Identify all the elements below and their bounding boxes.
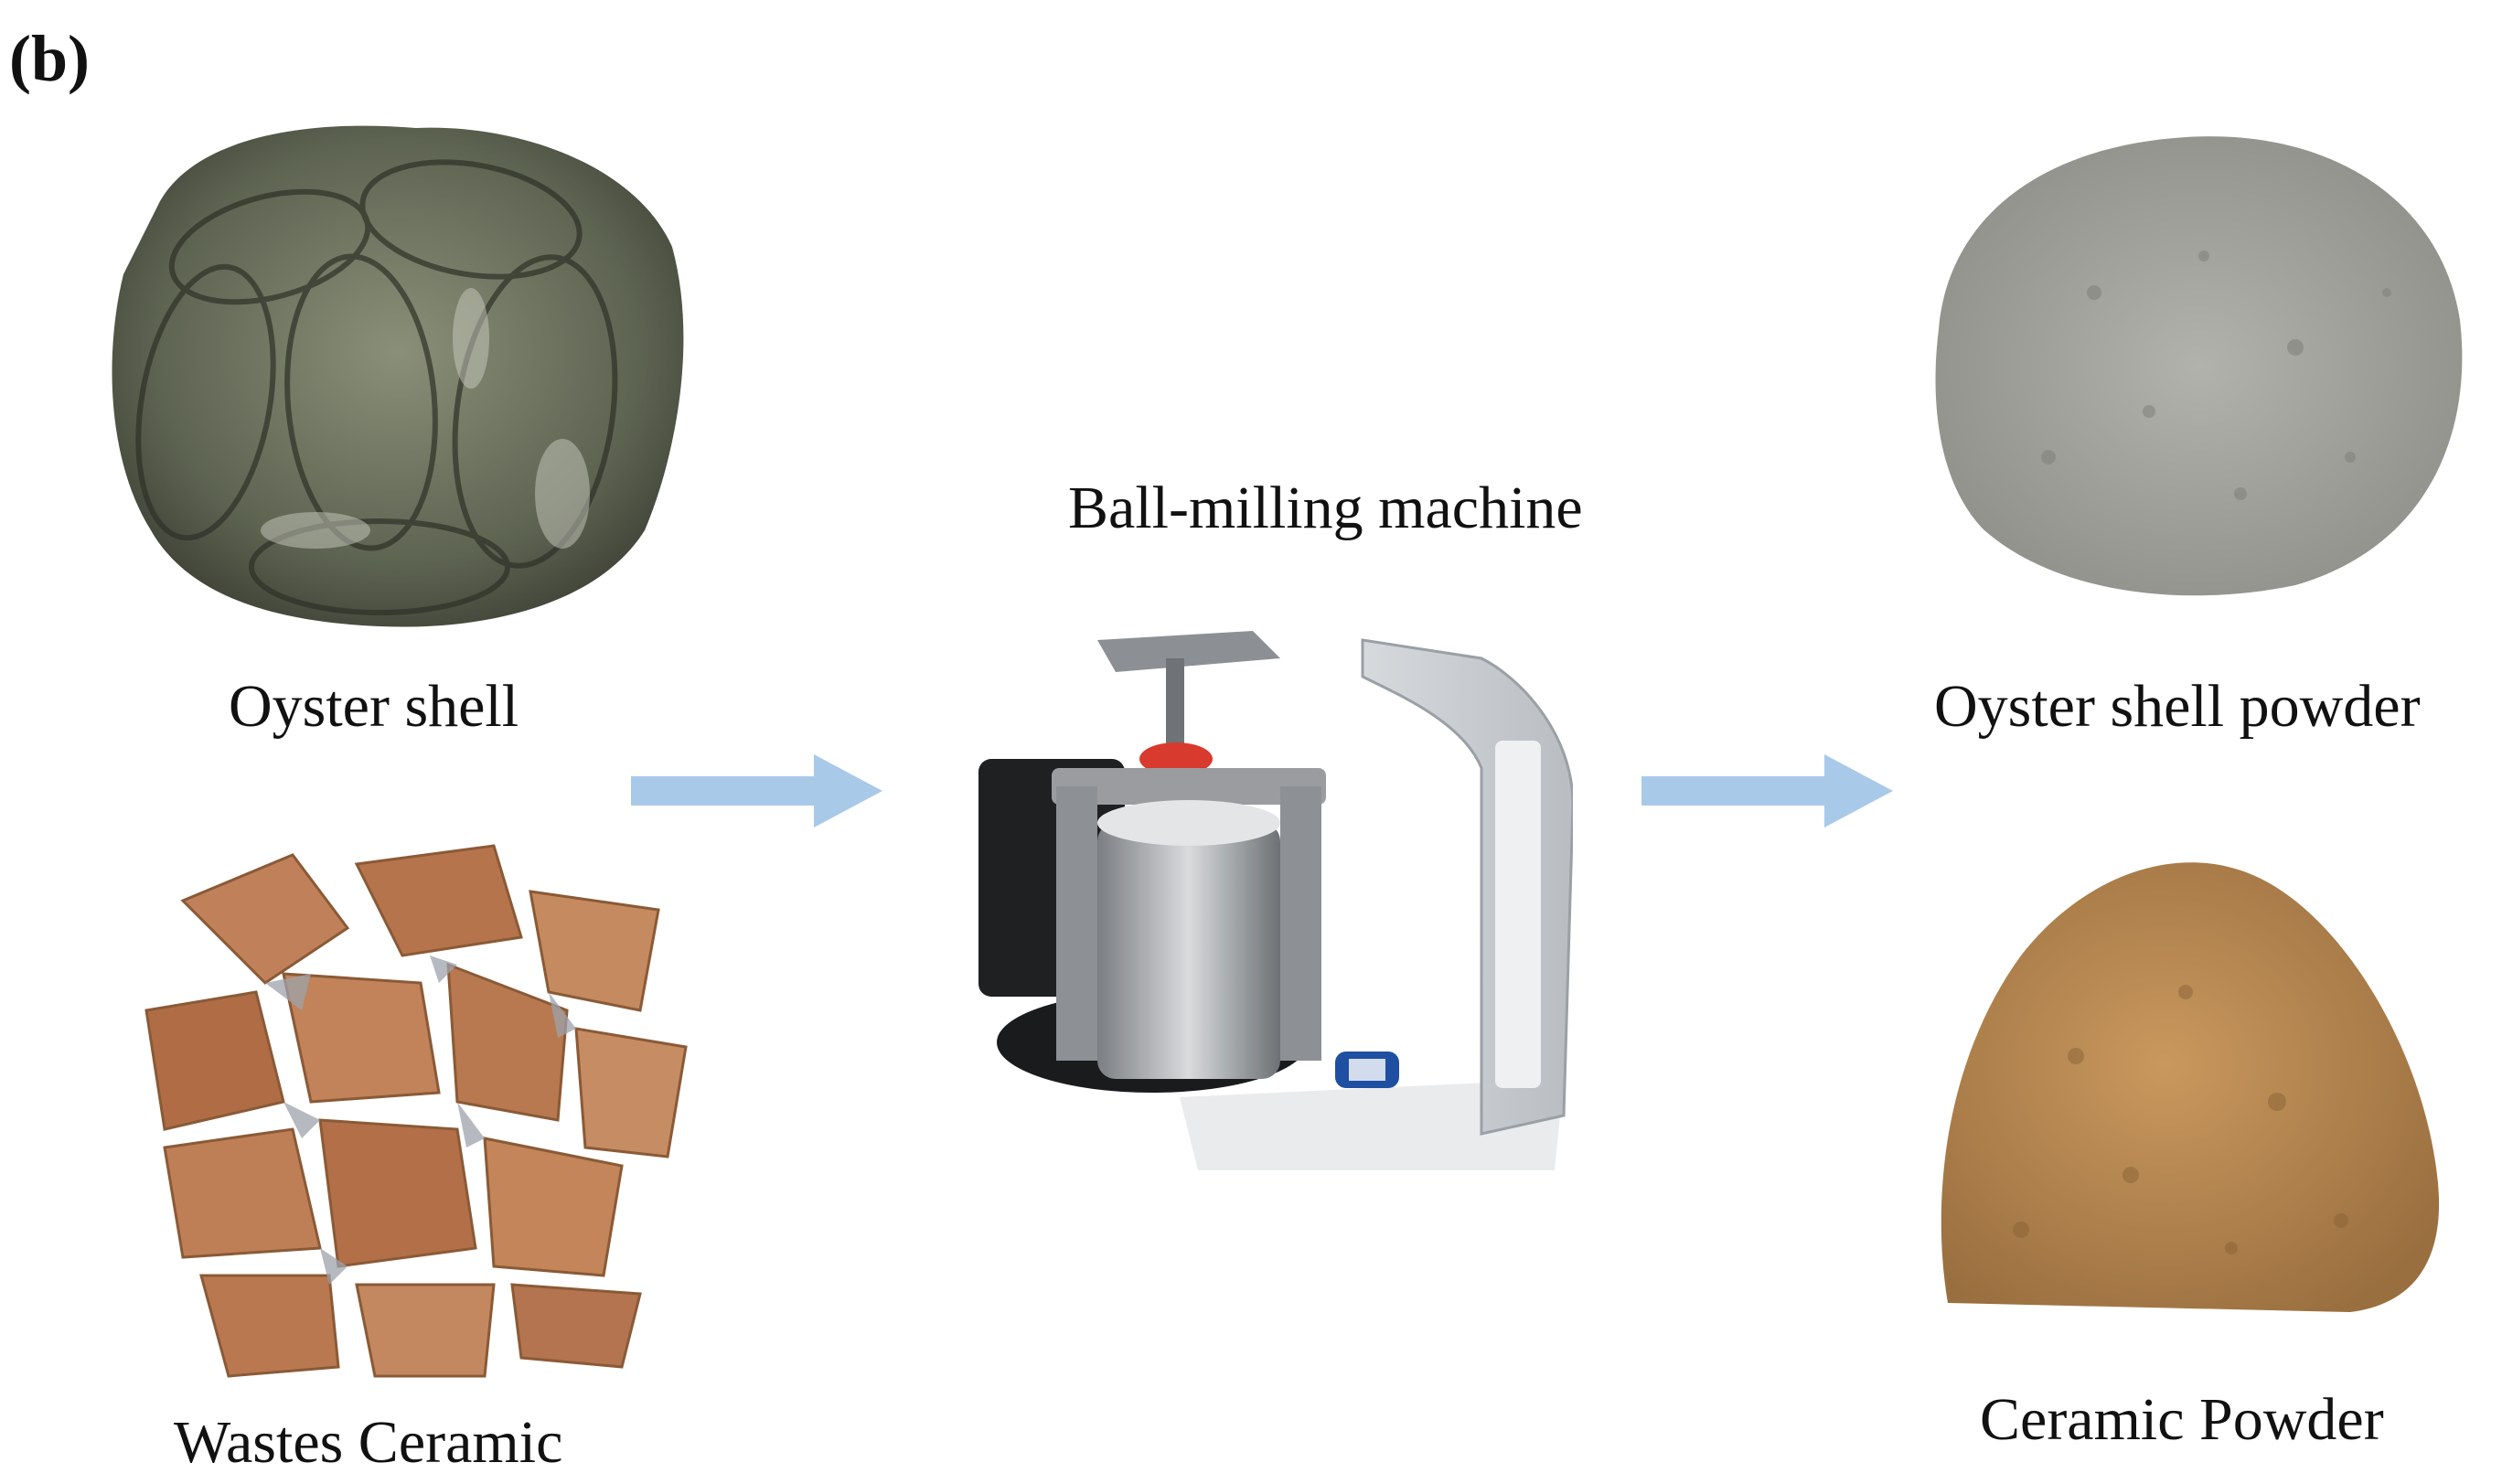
ceramic-shards-image	[128, 827, 695, 1385]
oyster-shell-label: Oyster shell	[229, 673, 519, 740]
ball-mill-image	[969, 622, 1573, 1170]
wastes-ceramic-label: Wastes Ceramic	[174, 1409, 563, 1476]
right-arrow-icon	[1641, 754, 1893, 827]
panel-label: (b)	[9, 22, 90, 95]
ball-milling-machine-label: Ball-milling machine	[1068, 475, 1583, 541]
oyster-shell-image	[87, 110, 709, 640]
shell-powder-image	[1911, 110, 2478, 613]
oyster-shell-powder-label: Oyster shell powder	[1934, 673, 2421, 740]
ceramic-powder-label: Ceramic Powder	[1980, 1386, 2384, 1453]
ceramic-powder-image	[1911, 827, 2442, 1321]
right-arrow-icon	[631, 754, 882, 827]
